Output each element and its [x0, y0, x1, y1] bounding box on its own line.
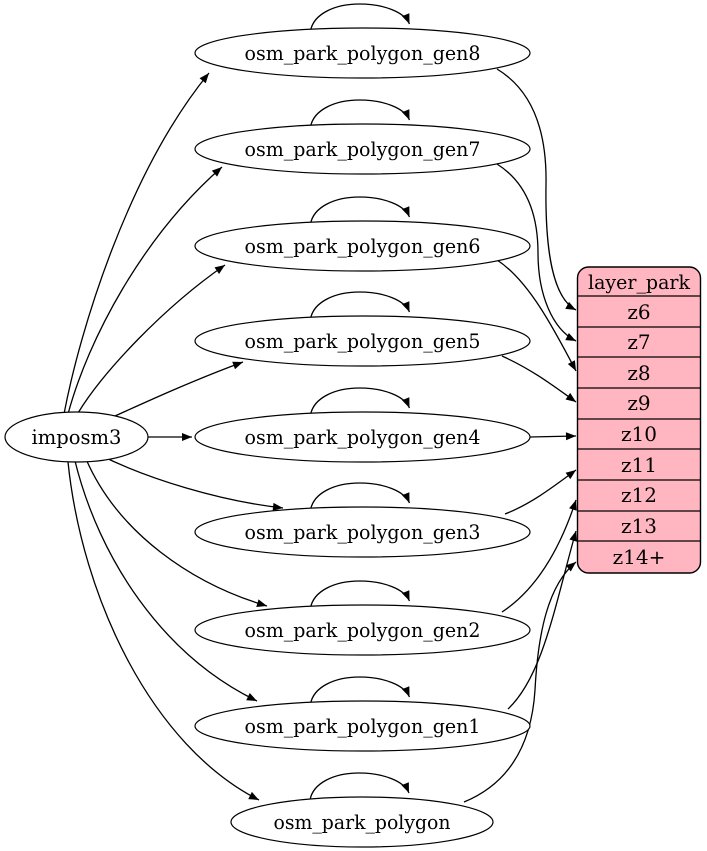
node-gen4-label: osm_park_polygon_gen4	[245, 425, 481, 449]
node-imposm3: imposm3	[4, 411, 149, 463]
node-gen3-label: osm_park_polygon_gen3	[245, 520, 481, 544]
self-loop-gen2	[309, 580, 411, 609]
node-gen6-ellipse	[194, 220, 531, 272]
self-loop-gen5	[309, 291, 411, 320]
edge-imposm3-to-gen5	[103, 361, 244, 422]
node-osm-park-polygon-gen3: osm_park_polygon_gen3	[194, 506, 531, 558]
node-gen5-label: osm_park_polygon_gen5	[245, 329, 481, 353]
edge-imposm3-to-gen3	[99, 454, 284, 511]
self-loop-gen1	[309, 676, 411, 705]
layer-park-row-z10: z10	[621, 422, 657, 446]
layer-park-row-z7: z7	[627, 330, 650, 354]
self-loop-gen6	[309, 196, 411, 225]
layer-park-row-z8: z8	[627, 361, 650, 385]
edge-gen6-to-z8	[496, 259, 577, 372]
node-gen1-ellipse	[194, 700, 531, 752]
edge-imposm3-to-gen1	[74, 460, 258, 702]
edge-gen7-to-z7	[496, 163, 577, 342]
node-gen8-ellipse	[194, 27, 531, 79]
node-gen1-label: osm_park_polygon_gen1	[245, 714, 481, 738]
self-loop-gen8	[309, 3, 411, 32]
node-imposm3-label: imposm3	[32, 425, 122, 449]
node-gen6-label: osm_park_polygon_gen6	[245, 234, 481, 258]
edge-polygon-to-z14plus	[463, 561, 577, 803]
self-loop-gen7	[309, 99, 411, 128]
edge-gen2-to-z12	[501, 499, 577, 613]
node-gen4-ellipse	[194, 411, 531, 463]
edge-gen3-to-z11	[504, 469, 577, 515]
node-gen7-ellipse	[194, 123, 531, 175]
layer-park-row-z6: z6	[627, 300, 650, 324]
node-polygon-ellipse	[230, 796, 494, 848]
layer-park-row-z11: z11	[621, 453, 657, 477]
self-loop-edges	[309, 3, 411, 801]
node-osm-park-polygon-gen8: osm_park_polygon_gen8	[194, 27, 531, 79]
node-imposm3-ellipse	[4, 411, 149, 463]
edge-imposm3-to-gen8	[63, 72, 210, 415]
edges-tables-to-layer-park	[463, 68, 578, 803]
layer-park-row-z13: z13	[621, 514, 657, 538]
node-gen8-label: osm_park_polygon_gen8	[245, 41, 481, 65]
layer-park-row-z14plus: z14+	[613, 545, 666, 569]
self-loop-gen3	[309, 482, 411, 511]
node-gen2-ellipse	[194, 604, 531, 656]
layer-park-node: layer_park z6 z7 z8 z9 z10 z11 z12 z13 z…	[576, 266, 702, 574]
node-gen2-label: osm_park_polygon_gen2	[245, 618, 481, 642]
edge-imposm3-to-polygon	[67, 461, 260, 801]
node-osm-park-polygon-gen2: osm_park_polygon_gen2	[194, 604, 531, 656]
node-gen3-ellipse	[194, 506, 531, 558]
node-osm-park-polygon-gen1: osm_park_polygon_gen1	[194, 700, 531, 752]
self-loop-gen4	[309, 387, 411, 416]
node-polygon-label: osm_park_polygon	[274, 810, 451, 834]
node-osm-park-polygon-gen5: osm_park_polygon_gen5	[194, 315, 531, 367]
node-osm-park-polygon-gen6: osm_park_polygon_gen6	[194, 220, 531, 272]
layer-park-row-z9: z9	[627, 391, 650, 415]
edge-imposm3-to-gen6	[77, 264, 226, 414]
edge-gen8-to-z6	[496, 68, 577, 311]
node-osm-park-polygon: osm_park_polygon	[230, 796, 494, 848]
layer-park-box	[576, 266, 702, 574]
edge-imposm3-to-gen7	[67, 166, 223, 415]
node-gen7-label: osm_park_polygon_gen7	[245, 137, 481, 161]
layer-park-row-z12: z12	[621, 483, 657, 507]
self-loop-polygon	[309, 772, 410, 801]
layer-park-title: layer_park	[588, 270, 691, 294]
node-gen5-ellipse	[194, 315, 531, 367]
edge-gen4-to-z10	[529, 432, 577, 441]
node-osm-park-polygon-gen7: osm_park_polygon_gen7	[194, 123, 531, 175]
node-osm-park-polygon-gen4: osm_park_polygon_gen4	[194, 411, 531, 463]
edge-gen5-to-z9	[501, 355, 577, 403]
edge-imposm3-to-gen2	[85, 458, 268, 608]
edges-imposm3-to-tables	[63, 72, 284, 801]
edge-gen1-to-z13	[507, 530, 578, 710]
